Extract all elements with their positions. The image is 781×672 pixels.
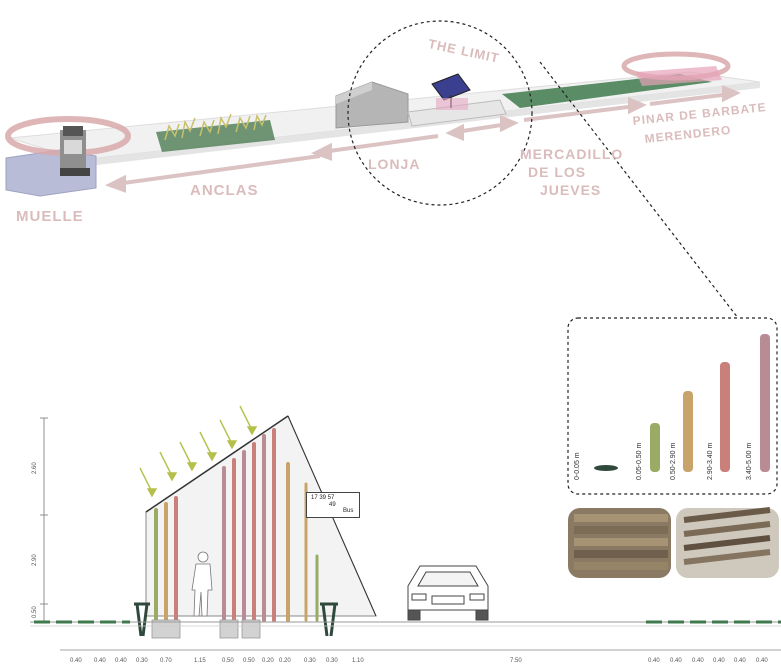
dim-14: 0.40 bbox=[648, 658, 660, 664]
bus-stop-sign: 17 39 57 49 Bus bbox=[306, 492, 360, 518]
dim-0: 0.40 bbox=[70, 658, 82, 664]
person-silhouette bbox=[191, 551, 213, 617]
dim-9: 0.20 bbox=[279, 658, 291, 664]
bus-label: Bus bbox=[343, 508, 354, 514]
legend-label-5: 3.40-5.00 m bbox=[746, 442, 753, 480]
timber-photo-1 bbox=[568, 508, 671, 578]
dim-15: 0.40 bbox=[670, 658, 682, 664]
dim-12: 1.10 bbox=[352, 658, 364, 664]
dim-6: 0.50 bbox=[222, 658, 234, 664]
legend-bar-2 bbox=[650, 423, 660, 472]
label-muelle: MUELLE bbox=[16, 208, 84, 225]
legend-label-1: 0-0.05 m bbox=[574, 452, 581, 480]
dim-4: 0.70 bbox=[160, 658, 172, 664]
legend-swatch-1 bbox=[594, 465, 618, 471]
section-elevation bbox=[30, 405, 781, 651]
anchor-stakes bbox=[134, 602, 338, 637]
dim-1: 0.40 bbox=[94, 658, 106, 664]
vessel-icon bbox=[60, 126, 90, 176]
perspective-strip bbox=[5, 20, 761, 319]
dim-13: 7.50 bbox=[510, 658, 522, 664]
legend-bar-5 bbox=[760, 334, 770, 472]
dim-11: 0.30 bbox=[326, 658, 338, 664]
timber-photo-2 bbox=[676, 507, 779, 578]
direction-arrows bbox=[104, 85, 741, 193]
footing-2 bbox=[219, 619, 239, 639]
footing-3 bbox=[241, 619, 261, 639]
focus-circle bbox=[347, 20, 533, 206]
dim-2: 0.40 bbox=[115, 658, 127, 664]
lonja-building bbox=[335, 81, 409, 129]
dim-8: 0.20 bbox=[262, 658, 274, 664]
label-mercadillo-3: JUEVES bbox=[540, 182, 602, 198]
dim-19: 0.40 bbox=[756, 658, 768, 664]
dim-18: 0.40 bbox=[734, 658, 746, 664]
dim-5: 1.15 bbox=[194, 658, 206, 664]
vdim-2: 2.90 bbox=[32, 554, 38, 566]
legend-label-4: 2.90-3.40 m bbox=[707, 442, 714, 480]
mid-grid bbox=[407, 99, 507, 127]
height-legend bbox=[567, 317, 778, 495]
bus-lines: 17 39 57 bbox=[311, 495, 335, 501]
dim-3: 0.30 bbox=[136, 658, 148, 664]
footing-1 bbox=[151, 619, 181, 639]
dim-16: 0.40 bbox=[692, 658, 704, 664]
vdim-3: 0.50 bbox=[32, 606, 38, 618]
label-mercadillo-1: MERCADILLO bbox=[520, 146, 624, 162]
dim-17: 0.40 bbox=[713, 658, 725, 664]
legend-label-2: 0.05-0.50 m bbox=[636, 442, 643, 480]
label-anclas: ANCLAS bbox=[190, 182, 259, 199]
label-mercadillo-2: DE LOS bbox=[528, 164, 587, 180]
dim-7: 0.50 bbox=[243, 658, 255, 664]
poles bbox=[154, 428, 319, 622]
legend-label-3: 0.50-2.90 m bbox=[670, 442, 677, 480]
pinar-patch bbox=[636, 66, 722, 86]
sun-arrows bbox=[139, 405, 258, 498]
dim-10: 0.30 bbox=[304, 658, 316, 664]
car-icon bbox=[407, 565, 489, 621]
anclas-plants bbox=[164, 113, 267, 141]
legend-bar-3 bbox=[683, 391, 693, 472]
vdim-1: 2.60 bbox=[32, 462, 38, 474]
solar-panel-icon bbox=[431, 73, 471, 110]
label-lonja: LONJA bbox=[368, 156, 421, 172]
bus-line-2: 49 bbox=[329, 502, 336, 508]
legend-bar-4 bbox=[720, 362, 730, 472]
